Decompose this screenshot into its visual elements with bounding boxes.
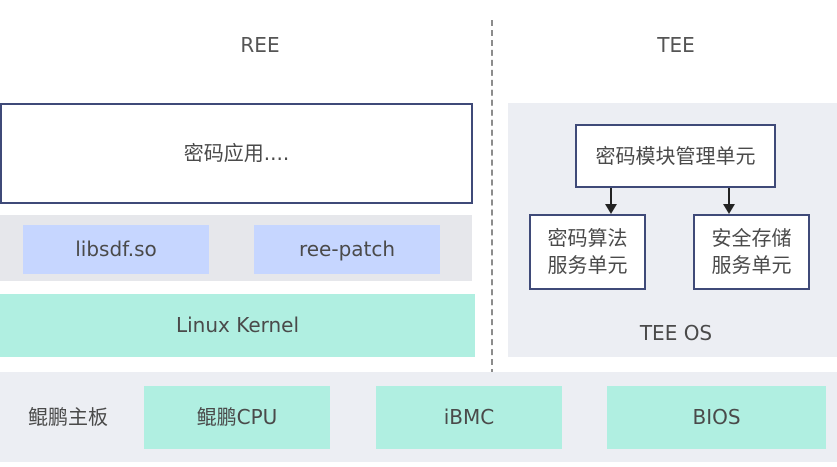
arrow-down-icon (605, 204, 617, 214)
bios-label: BIOS (692, 405, 741, 429)
crypto-app-label: 密码应用.... (183, 141, 290, 165)
crypto-module-manager-label: 密码模块管理单元 (595, 143, 756, 168)
libsdf-box: libsdf.so (23, 225, 209, 274)
kunpeng-board-label: 鲲鹏主板 (28, 404, 108, 429)
crypto-algorithm-service-box: 密码算法 服务单元 (529, 214, 646, 290)
bios-box: BIOS (607, 386, 826, 449)
crypto-module-manager-box: 密码模块管理单元 (575, 124, 776, 188)
secure-storage-service-line2: 服务单元 (711, 253, 792, 277)
secure-storage-service-line1: 安全存储 (711, 226, 792, 250)
tee-os-label: TEE OS (639, 320, 713, 345)
arrow-to-storage-line (728, 188, 730, 205)
ibmc-box: iBMC (376, 386, 562, 449)
secure-storage-service-box: 安全存储 服务单元 (693, 214, 810, 290)
ree-heading: REE (240, 33, 280, 57)
arrow-down-icon (723, 204, 735, 214)
linux-kernel-label: Linux Kernel (175, 313, 300, 337)
ree-patch-label: ree-patch (298, 237, 396, 261)
ibmc-label: iBMC (443, 405, 495, 429)
ree-patch-box: ree-patch (254, 225, 440, 274)
arrow-to-algorithm-line (610, 188, 612, 205)
linux-kernel-box: Linux Kernel (0, 294, 475, 357)
kunpeng-cpu-label: 鲲鹏CPU (196, 405, 278, 429)
crypto-app-box: 密码应用.... (0, 103, 473, 204)
ree-tee-divider (491, 20, 493, 385)
libsdf-label: libsdf.so (75, 237, 157, 261)
crypto-algorithm-service-line1: 密码算法 (547, 226, 628, 250)
tee-heading: TEE (657, 33, 695, 57)
kunpeng-cpu-box: 鲲鹏CPU (144, 386, 330, 449)
crypto-algorithm-service-line2: 服务单元 (547, 253, 628, 277)
